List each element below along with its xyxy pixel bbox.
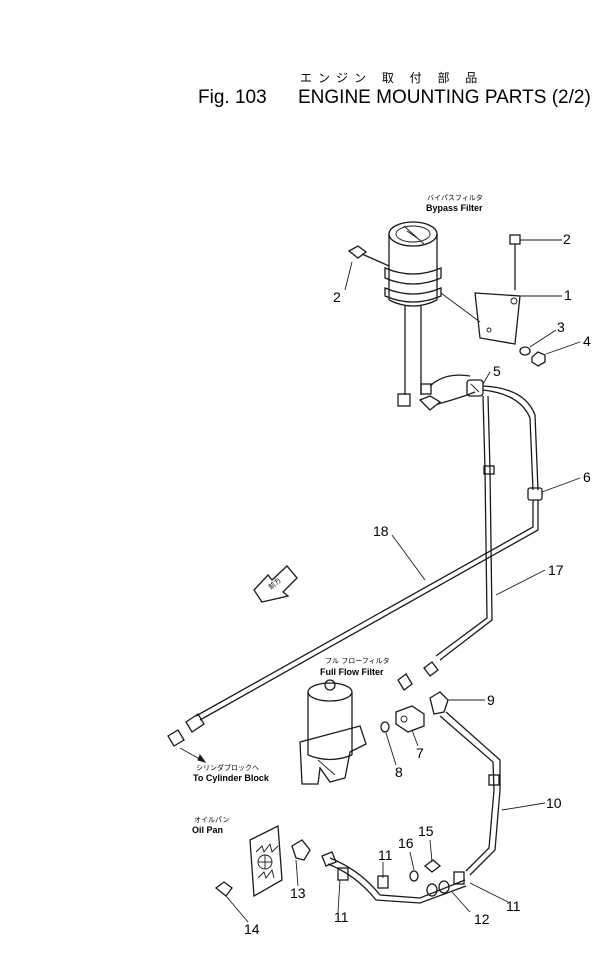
page-title: ENGINE MOUNTING PARTS (2/2) [298,87,591,108]
oil-pan [249,824,283,898]
callout-18: 18 [373,523,389,539]
japanese-title: エンジン 取 付 部 品 [300,70,483,85]
callout-3: 3 [557,319,565,335]
full-flow-filter-label-en: Full Flow Filter [320,667,384,677]
callout-12: 12 [474,911,490,927]
bracket [440,292,521,345]
bolt-top-left [347,245,390,267]
elbow-9 [429,691,449,715]
o-ring [380,721,390,733]
callout-2-left: 2 [333,289,341,305]
callout-1: 1 [564,287,572,303]
callout-11-left: 11 [334,909,349,925]
nut [531,351,546,367]
callout-17: 17 [548,562,564,578]
pipe-17 [439,395,493,661]
lower-pipe [329,857,466,899]
callout-6: 6 [583,469,591,485]
callout-13: 13 [290,885,306,901]
callout-4: 4 [583,333,591,349]
hose-clip-upper [466,379,484,397]
full-flow-filter-label-jp: フル フローフィルタ [325,656,390,665]
callout-14: 14 [244,921,260,937]
cylinder-block-label-en: To Cylinder Block [193,773,270,783]
callout-5: 5 [493,363,501,379]
callout-11-top: 11 [378,847,393,863]
callout-8: 8 [395,764,403,780]
front-arrow-label: 前方 [266,576,283,592]
callout-16: 16 [398,835,414,851]
bypass-filter-label-en: Bypass Filter [426,203,483,213]
oil-pan-label-jp: オイルパン [194,816,229,824]
pipe-18 [199,500,539,721]
callout-9: 9 [487,692,495,708]
hose-10 [445,711,501,876]
callout-7: 7 [416,745,424,761]
cylinder-block-fitting [167,713,205,747]
cylinder-block-label-jp: シリンダブロックへ [196,763,259,772]
figure-label: Fig. 103 [198,87,267,108]
callout-15: 15 [418,823,434,839]
elbow-13 [291,839,311,861]
oil-pan-label-en: Oil Pan [192,825,223,835]
bypass-filter [384,221,442,411]
front-direction-arrow [253,565,298,603]
callout-10: 10 [546,795,562,811]
full-flow-filter [299,679,367,785]
bolt-14 [214,881,233,897]
bypass-filter-label-jp: バイパスフィルタ [427,193,483,202]
bolt-top-right [509,234,521,290]
callout-2-right: 2 [563,231,571,247]
callout-11-right: 11 [506,898,521,914]
hose-clip-right [527,487,543,501]
washer [519,346,531,356]
adapter-block [395,705,425,733]
